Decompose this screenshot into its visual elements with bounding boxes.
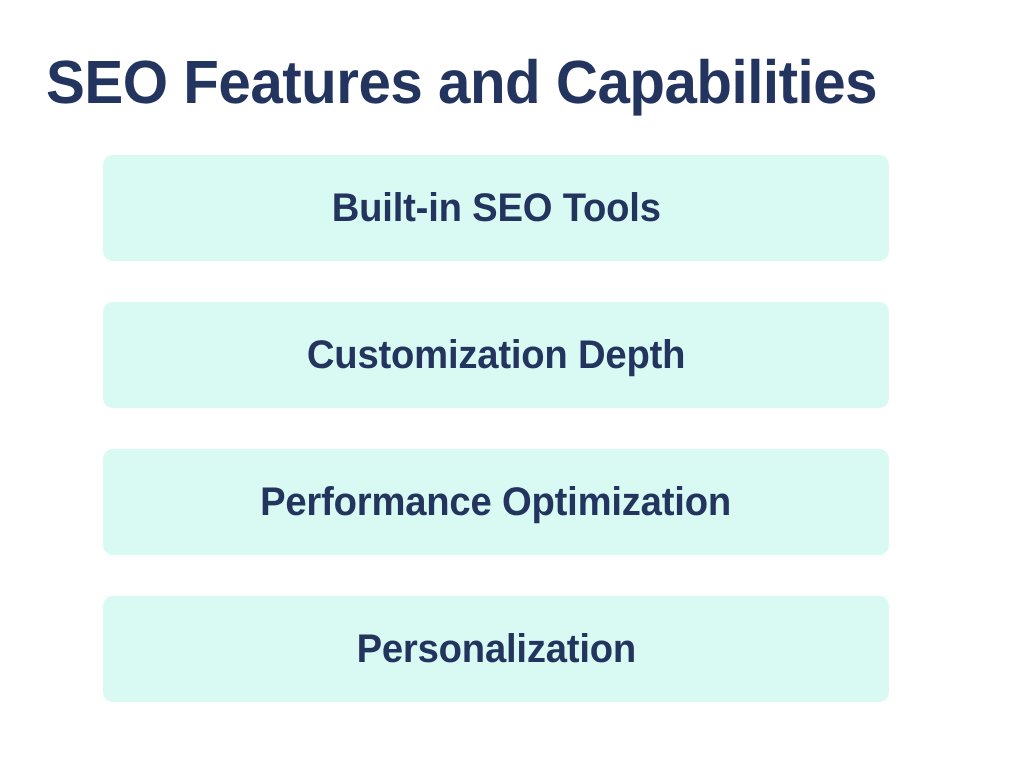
- feature-card-built-in-seo-tools[interactable]: Built-in SEO Tools: [103, 155, 889, 261]
- feature-card-performance-optimization[interactable]: Performance Optimization: [103, 449, 889, 555]
- feature-card-list: Built-in SEO Tools Customization Depth P…: [103, 155, 889, 702]
- feature-card-customization-depth[interactable]: Customization Depth: [103, 302, 889, 408]
- feature-card-label: Customization Depth: [306, 333, 686, 377]
- feature-card-label: Performance Optimization: [260, 480, 732, 524]
- feature-card-label: Personalization: [356, 627, 636, 671]
- page-title: SEO Features and Capabilities: [46, 48, 878, 116]
- feature-card-personalization[interactable]: Personalization: [103, 596, 889, 702]
- feature-card-label: Built-in SEO Tools: [331, 186, 661, 230]
